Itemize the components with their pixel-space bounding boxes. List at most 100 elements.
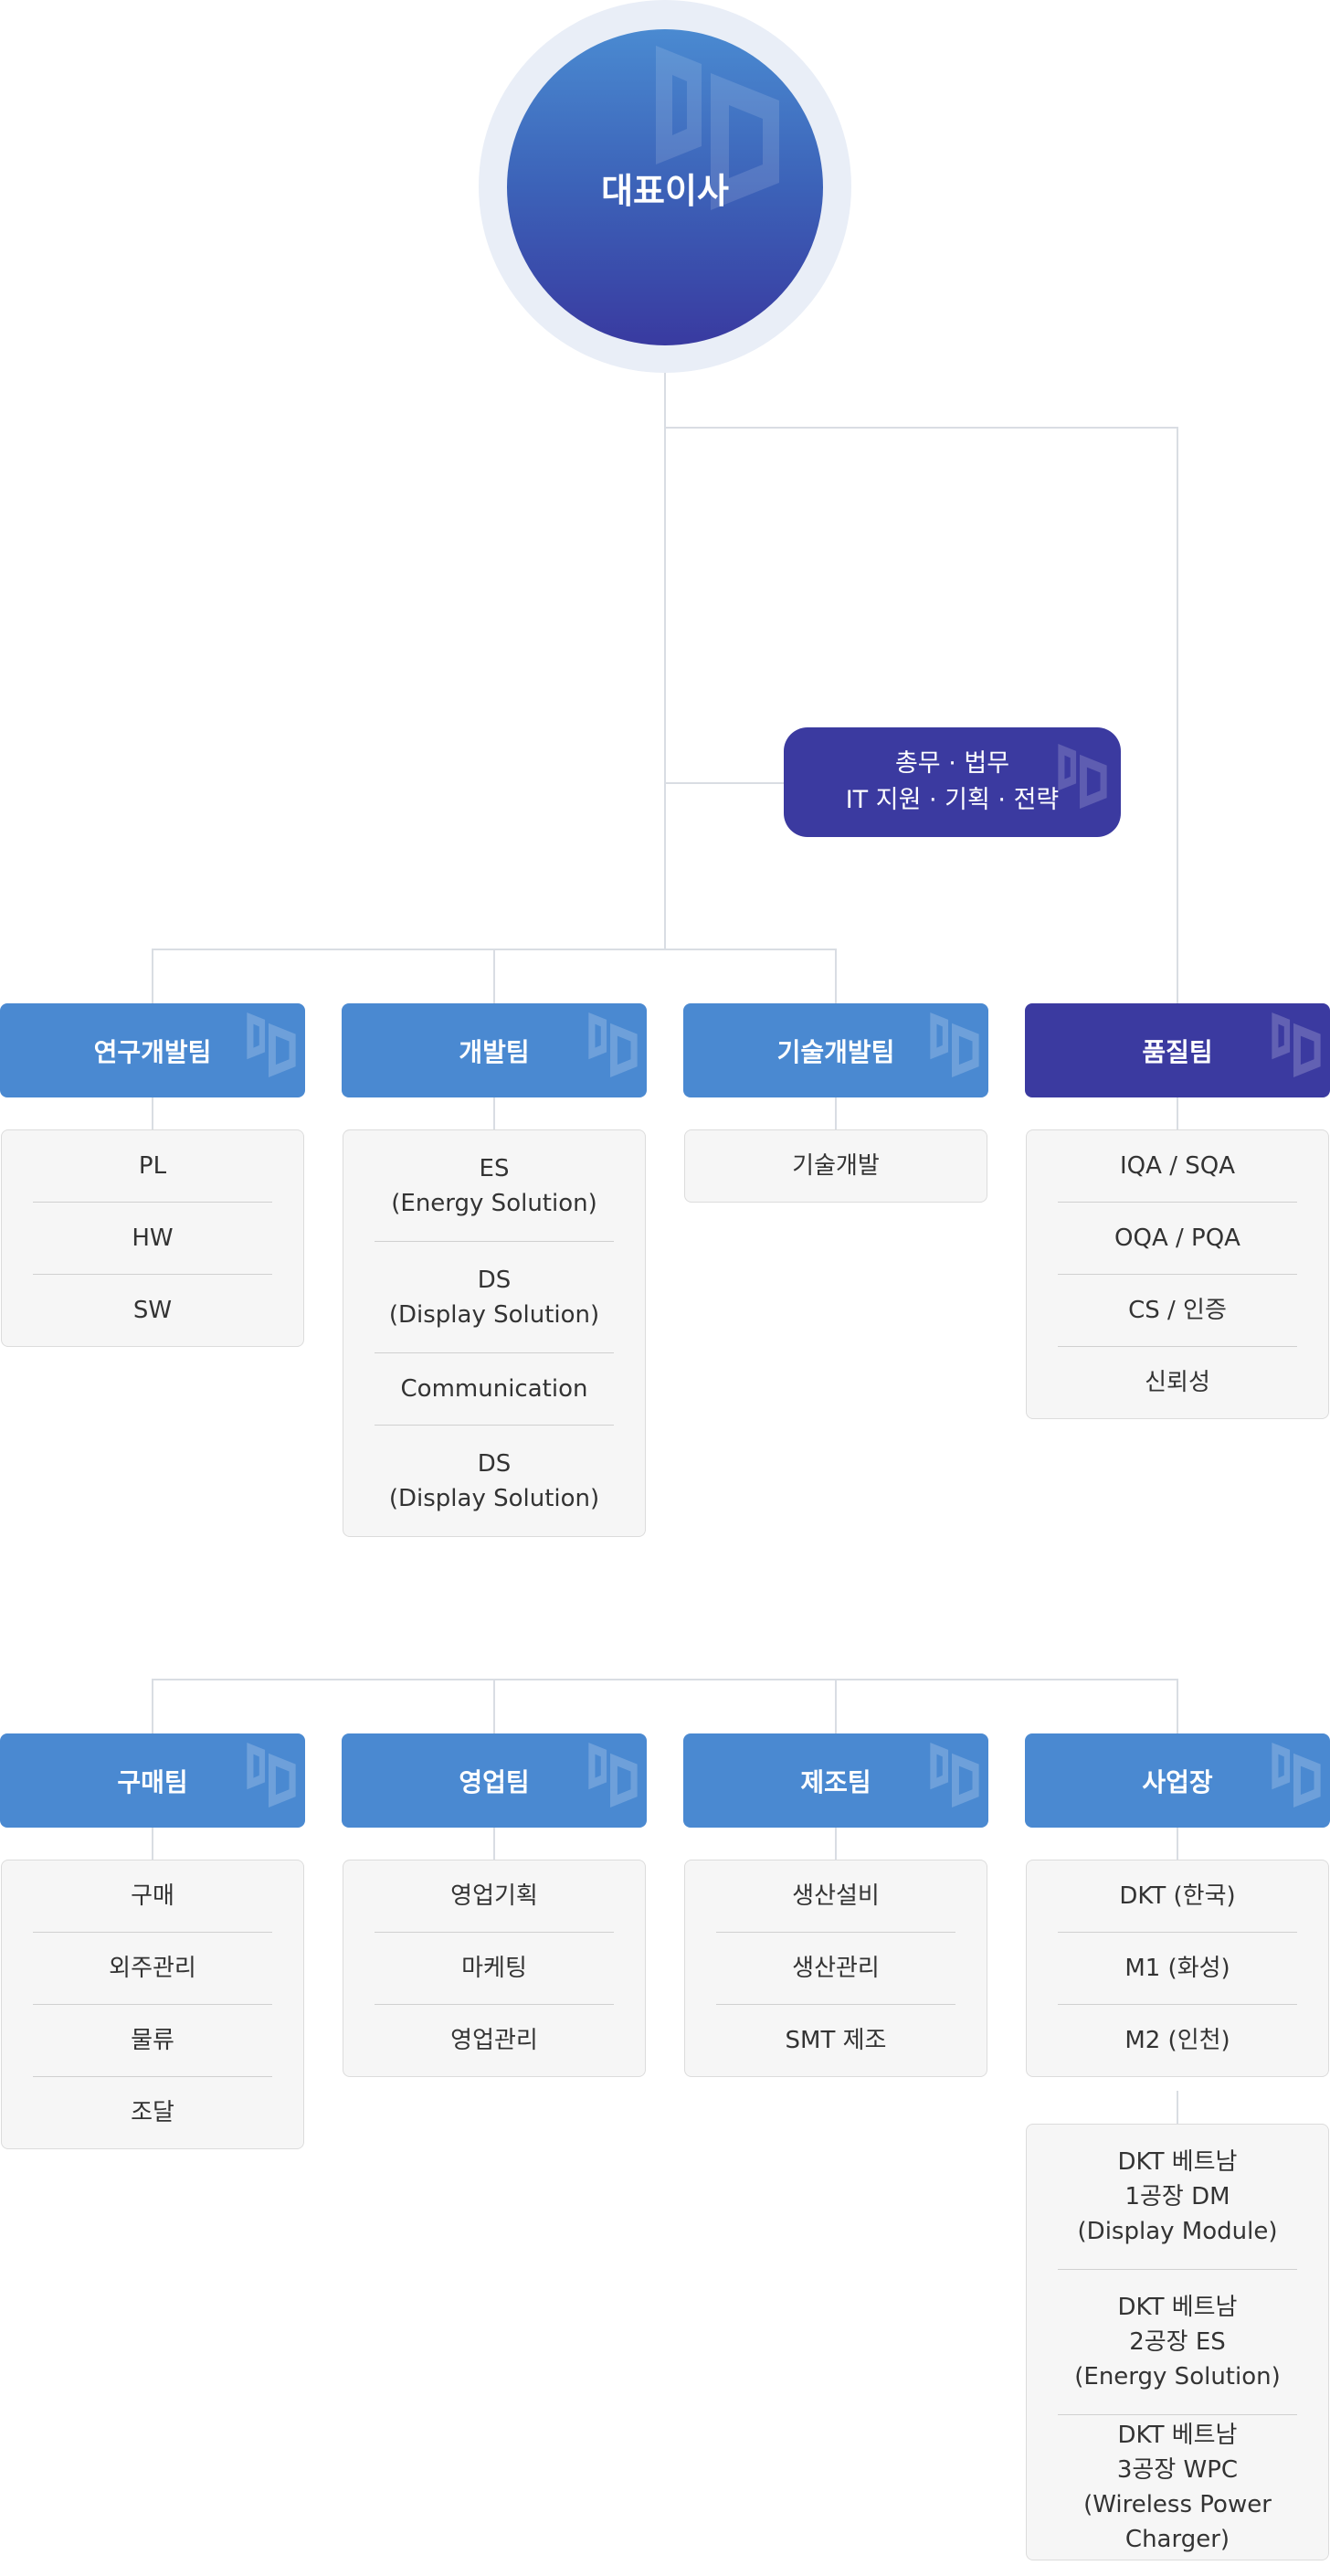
ceo-label: 대표이사 bbox=[601, 170, 729, 211]
team-header: 개발팀 bbox=[342, 1003, 647, 1097]
dd-logo-icon bbox=[1050, 740, 1113, 809]
team-sub-box: 기술개발 bbox=[684, 1129, 987, 1203]
team-header: 제조팀 bbox=[683, 1733, 988, 1828]
team-header: 영업팀 bbox=[342, 1733, 647, 1828]
list-item-text: 마케팅 bbox=[461, 1955, 527, 1982]
list-item-text: OQA / PQA bbox=[1114, 1224, 1240, 1252]
list-item-text: 생산관리 bbox=[792, 1955, 880, 1982]
team-header: 연구개발팀 bbox=[0, 1003, 305, 1097]
list-item-text: DKT 베트남 bbox=[1117, 2422, 1238, 2449]
list-item-text: Communication bbox=[400, 1375, 588, 1403]
list-item: ES(Energy Solution) bbox=[375, 1130, 614, 1242]
list-item-text: DS bbox=[477, 1449, 512, 1478]
team-sub-box: DKT (한국) M1 (화성) M2 (인천) bbox=[1026, 1860, 1329, 2077]
dd-logo-icon bbox=[923, 1739, 985, 1807]
connector-row1-v2 bbox=[493, 949, 495, 1003]
list-item-text: 생산설비 bbox=[792, 1882, 880, 1910]
list-item: 영업기획 bbox=[375, 1860, 614, 1933]
connector-row2-v3 bbox=[835, 1679, 837, 1733]
list-item-text: DKT 베트남 bbox=[1117, 2294, 1238, 2321]
dd-logo-icon bbox=[638, 37, 793, 210]
list-item-text: 물류 bbox=[131, 2027, 174, 2054]
list-item-text: (Energy Solution) bbox=[391, 1189, 597, 1217]
list-item: 조달 bbox=[33, 2077, 272, 2148]
team-header: 기술개발팀 bbox=[683, 1003, 988, 1097]
list-item-text: SMT 제조 bbox=[785, 2027, 887, 2054]
list-item: M1 (화성) bbox=[1058, 1933, 1297, 2005]
team-name: 구매팀 bbox=[117, 1766, 188, 1797]
connector-row2-v2 bbox=[493, 1679, 495, 1733]
office-line-2: IT 지원 · 기획 · 전략 bbox=[845, 786, 1060, 814]
team-name: 영업팀 bbox=[459, 1766, 530, 1797]
team-name: 제조팀 bbox=[800, 1766, 871, 1797]
list-item: IQA / SQA bbox=[1058, 1130, 1297, 1203]
dd-logo-icon bbox=[581, 1009, 643, 1077]
team-name: 품질팀 bbox=[1142, 1036, 1213, 1067]
list-item-text: 2공장 ES bbox=[1129, 2328, 1226, 2356]
connector-row2-h bbox=[152, 1679, 1178, 1680]
list-item-text: 구매 bbox=[131, 1882, 174, 1910]
connector-row1-v1 bbox=[152, 949, 153, 1003]
list-item-text: 신뢰성 bbox=[1145, 1369, 1210, 1396]
team-header: 품질팀 bbox=[1025, 1003, 1330, 1097]
list-item: DKT 베트남 3공장 WPC (Wireless Power Charger) bbox=[1058, 2415, 1297, 2560]
list-item: SMT 제조 bbox=[716, 2005, 955, 2076]
list-item-text: DKT 베트남 bbox=[1117, 2148, 1238, 2176]
list-item: 물류 bbox=[33, 2005, 272, 2077]
list-item-text: CS / 인증 bbox=[1128, 1297, 1227, 1324]
connector-ceo-quality-h bbox=[664, 427, 1178, 429]
list-item-text: PL bbox=[138, 1152, 167, 1180]
connector-ceo-main bbox=[664, 373, 666, 950]
list-item: M2 (인천) bbox=[1058, 2005, 1297, 2076]
dd-logo-icon bbox=[239, 1739, 301, 1807]
list-item-text: DS bbox=[477, 1266, 512, 1294]
connector-head-box-4 bbox=[1177, 1097, 1178, 1129]
list-item: Communication bbox=[375, 1353, 614, 1426]
list-item-text: (Display Solution) bbox=[388, 1484, 600, 1512]
dd-logo-icon bbox=[1264, 1739, 1326, 1807]
team-sub-box: ES(Energy Solution) DS (Display Solution) C… bbox=[343, 1129, 646, 1537]
team-header: 구매팀 bbox=[0, 1733, 305, 1828]
list-item-text: DKT (한국) bbox=[1119, 1882, 1236, 1910]
list-item-text: 외주관리 bbox=[109, 1955, 196, 1982]
team-name: 사업장 bbox=[1142, 1766, 1213, 1797]
list-item-text: M2 (인천) bbox=[1124, 2027, 1230, 2054]
office-line-1: 총무 · 법무 bbox=[894, 749, 1010, 778]
connector-row2-v4 bbox=[1177, 1679, 1178, 1733]
connector-head-box-7 bbox=[835, 1828, 837, 1860]
list-item-text: 영업관리 bbox=[450, 2027, 538, 2054]
list-item-text: 조달 bbox=[131, 2099, 174, 2126]
list-item: 구매 bbox=[33, 1860, 272, 1933]
list-item: 생산관리 bbox=[716, 1933, 955, 2005]
connector-quality-v bbox=[1177, 427, 1178, 1003]
list-item-text: M1 (화성) bbox=[1124, 1955, 1230, 1982]
list-item: DKT 베트남 2공장 ES (Energy Solution) bbox=[1058, 2270, 1297, 2415]
list-item-text: (Display Module) bbox=[1077, 2218, 1278, 2245]
list-item-text: IQA / SQA bbox=[1120, 1152, 1235, 1180]
list-item-text: 3공장 WPC bbox=[1116, 2456, 1239, 2484]
connector-head-box-8 bbox=[1177, 1828, 1178, 1860]
connector-site-vietnam bbox=[1177, 2091, 1178, 2124]
connector-row2-v1 bbox=[152, 1679, 153, 1733]
dd-logo-icon bbox=[239, 1009, 301, 1077]
list-item-text: (Wireless Power Charger) bbox=[1083, 2491, 1272, 2553]
list-item: OQA / PQA bbox=[1058, 1203, 1297, 1275]
team-header: 사업장 bbox=[1025, 1733, 1330, 1828]
connector-head-box-5 bbox=[152, 1828, 153, 1860]
list-item: DS (Display Solution) bbox=[375, 1426, 614, 1536]
list-item: 마케팅 bbox=[375, 1933, 614, 2005]
connector-head-box-1 bbox=[152, 1097, 153, 1129]
list-item-text: (Display Solution) bbox=[388, 1300, 600, 1329]
list-item: 기술개발 bbox=[716, 1130, 955, 1202]
ceo-node: 대표이사 bbox=[507, 29, 823, 345]
list-item: HW bbox=[33, 1203, 272, 1275]
list-item: DS (Display Solution) bbox=[375, 1242, 614, 1353]
team-name: 기술개발팀 bbox=[776, 1036, 895, 1067]
list-item: 영업관리 bbox=[375, 2005, 614, 2076]
list-item-text: (Energy Solution) bbox=[1074, 2363, 1281, 2390]
